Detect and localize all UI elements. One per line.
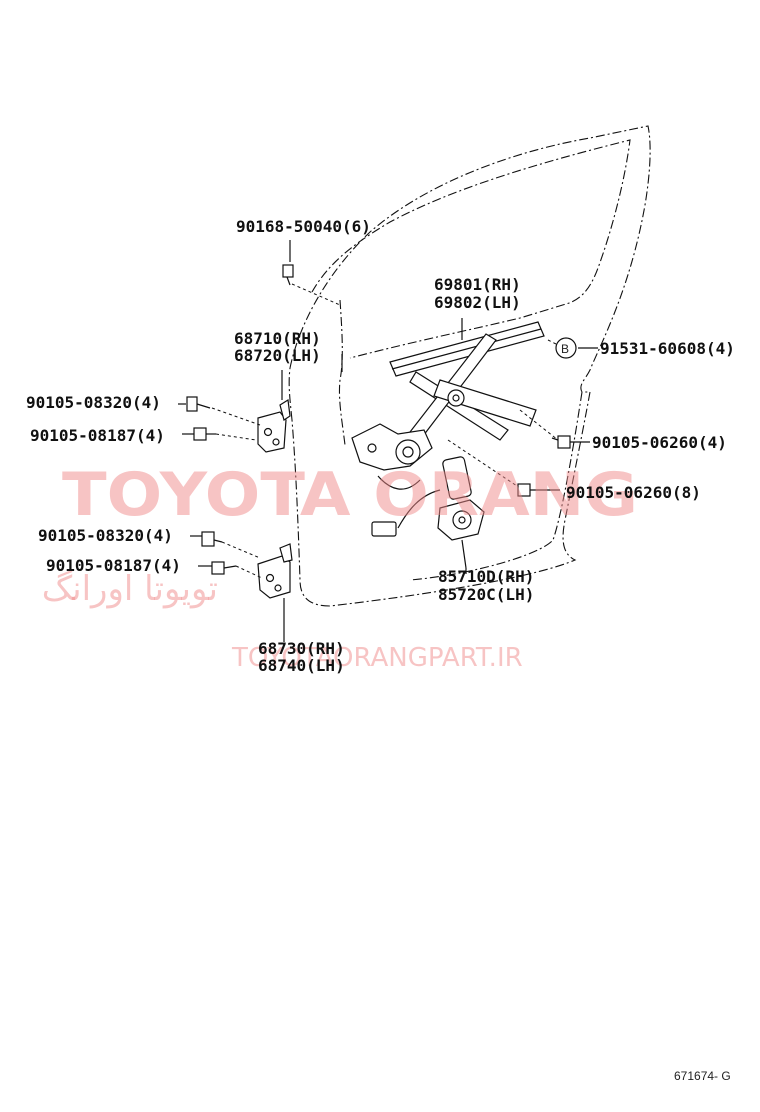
label-bolt-top: 90168-50040(6) bbox=[236, 217, 371, 236]
window-regulator bbox=[351, 318, 559, 490]
lower-door-hinge bbox=[257, 543, 293, 642]
power-window-motor bbox=[371, 456, 485, 569]
label-bolt-lower-2: 90105-08187(4) bbox=[46, 556, 181, 575]
watermark-site: TOYOTAORANGPART.IR bbox=[231, 643, 523, 673]
upper-door-hinge bbox=[257, 370, 291, 453]
clip-symbol: B bbox=[561, 342, 569, 356]
label-bolt-upper-1: 90105-08320(4) bbox=[26, 393, 161, 412]
label-bolt-lower-1: 90105-08320(4) bbox=[38, 526, 173, 545]
part-labels: 90168-50040(6) 69801(RH) 69802(LH) 68710… bbox=[26, 217, 735, 1083]
label-lower-hinge-lh: 68740(LH) bbox=[258, 656, 345, 675]
label-bolt-regulator: 90105-06260(4) bbox=[592, 433, 727, 452]
clip-b-icon: B bbox=[547, 337, 598, 359]
bolt-icons bbox=[178, 240, 590, 579]
label-motor-lh: 85720C(LH) bbox=[438, 585, 534, 604]
watermark: TOYOTA ORANG تویوتا اورانگ TOYOTAORANGPA… bbox=[42, 460, 638, 673]
leader-lines bbox=[341, 354, 467, 574]
label-regulator-lh: 69802(LH) bbox=[434, 293, 521, 312]
label-bolt-motor: 90105-06260(8) bbox=[566, 483, 701, 502]
watermark-brand: TOYOTA ORANG bbox=[62, 460, 638, 530]
label-regulator-rh: 69801(RH) bbox=[434, 275, 521, 294]
label-motor-rh: 85710D(RH) bbox=[438, 567, 534, 586]
label-bolt-upper-2: 90105-08187(4) bbox=[30, 426, 165, 445]
label-clip-b: 91531-60608(4) bbox=[600, 339, 735, 358]
watermark-persian: تویوتا اورانگ bbox=[42, 569, 218, 609]
label-upper-hinge-rh: 68710(RH) bbox=[234, 329, 321, 348]
label-upper-hinge-lh: 68720(LH) bbox=[234, 346, 321, 365]
label-lower-hinge-rh: 68730(RH) bbox=[258, 639, 345, 658]
diagram-code: 671674- G bbox=[674, 1069, 731, 1083]
